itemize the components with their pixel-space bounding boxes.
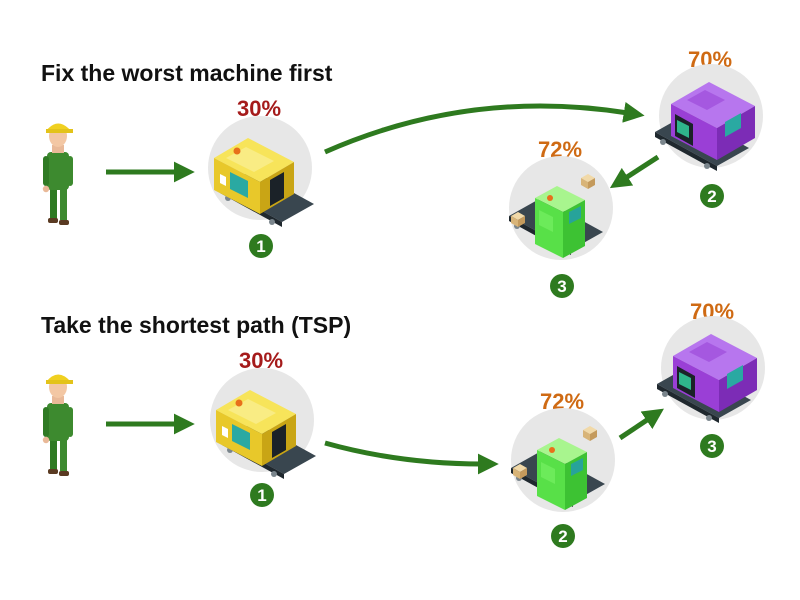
arrow-machine-2-to-3 — [609, 154, 660, 189]
order-badge-2 — [551, 524, 575, 548]
worker-icon — [42, 123, 73, 225]
order-badge-1-label: 1 — [256, 237, 265, 256]
order-badge-1 — [250, 483, 274, 507]
yellow-machine-icon — [208, 116, 314, 227]
arrow-machine-1-to-2 — [323, 101, 645, 155]
purple-machine-icon — [655, 64, 763, 171]
order-badge-3-label: 3 — [707, 437, 716, 456]
order-badge-2-label: 2 — [707, 187, 716, 206]
order-badge-1 — [249, 234, 273, 258]
green-machine-icon — [509, 156, 613, 260]
arrow-machine-1-to-2 — [324, 440, 499, 475]
order-badge-1-label: 1 — [257, 486, 266, 505]
order-badge-2 — [700, 184, 724, 208]
order-badge-2-label: 2 — [558, 527, 567, 546]
scenario-fix-title: Fix the worst machine first — [41, 60, 333, 86]
order-badge-3 — [550, 274, 574, 298]
worker-icon — [42, 374, 73, 476]
purple-machine-icon — [657, 316, 765, 423]
order-badge-3 — [700, 434, 724, 458]
yellow-machine-icon — [210, 368, 316, 479]
scenario-tsp-title: Take the shortest path (TSP) — [41, 312, 351, 338]
arrow-machine-2-to-3 — [618, 408, 664, 441]
order-badge-3-label: 3 — [557, 277, 566, 296]
green-machine-icon — [511, 408, 615, 512]
